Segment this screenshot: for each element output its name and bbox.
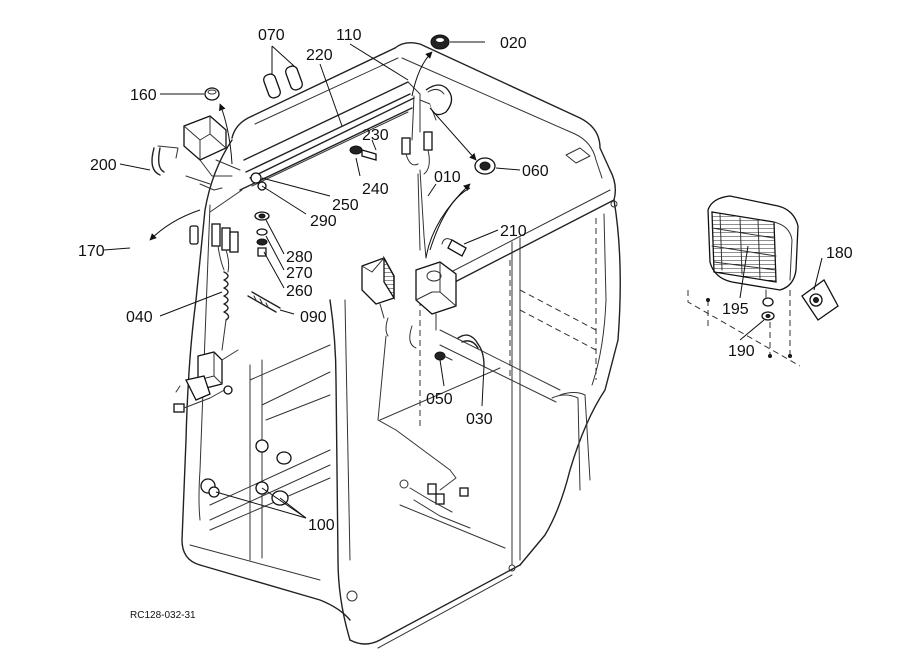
- label-270: 270: [286, 265, 313, 282]
- part-200-cable: [151, 145, 223, 191]
- label-280: 280: [286, 249, 313, 266]
- label-040: 040: [126, 309, 153, 326]
- wiper-arm-assembly: [209, 81, 415, 213]
- cab-frame: [181, 41, 621, 649]
- label-070: 070: [258, 27, 285, 44]
- label-050: 050: [426, 391, 453, 408]
- centre-lamp: [361, 255, 451, 471]
- part-100-bumpers: [200, 439, 292, 506]
- label-170: 170: [78, 243, 105, 260]
- label-200: 200: [90, 157, 117, 174]
- left-harness: [173, 223, 239, 413]
- label-020: 020: [500, 35, 527, 52]
- label-220: 220: [306, 47, 333, 64]
- floor-wiring: [399, 469, 471, 529]
- label-100: 100: [308, 517, 335, 534]
- part-labels: 020 070 110 220 160 230 060 010 200 240 …: [78, 27, 853, 621]
- label-260: 260: [286, 283, 313, 300]
- part-020-grommet: [430, 34, 450, 50]
- part-070-pins: [263, 65, 303, 99]
- label-060: 060: [522, 163, 549, 180]
- label-180: 180: [826, 245, 853, 262]
- part-090-tie: [247, 291, 281, 313]
- label-110: 110: [336, 27, 362, 44]
- part-160-cap: [204, 87, 220, 101]
- label-230: 230: [362, 127, 389, 144]
- label-160: 160: [130, 87, 157, 104]
- label-240: 240: [362, 181, 389, 198]
- rear-lamp-box: [409, 261, 485, 367]
- part-060-grommet: [474, 157, 496, 175]
- part-280-270-260-stack: [254, 211, 270, 257]
- reference-code: RC128-032-31: [130, 610, 196, 621]
- label-030: 030: [466, 411, 493, 428]
- label-090: 090: [300, 309, 327, 326]
- work-light-detail: [687, 195, 839, 367]
- label-195: 195: [722, 301, 749, 318]
- label-210: 210: [500, 223, 527, 240]
- label-010: 010: [434, 169, 461, 186]
- part-230-bolt: [349, 145, 377, 161]
- label-190: 190: [728, 343, 755, 360]
- part-210-clip: [441, 238, 467, 257]
- label-290: 290: [310, 213, 337, 230]
- leader-lines: [103, 41, 823, 519]
- part-010-harness: [401, 81, 453, 259]
- left-lamp: [183, 115, 241, 177]
- label-250: 250: [332, 197, 359, 214]
